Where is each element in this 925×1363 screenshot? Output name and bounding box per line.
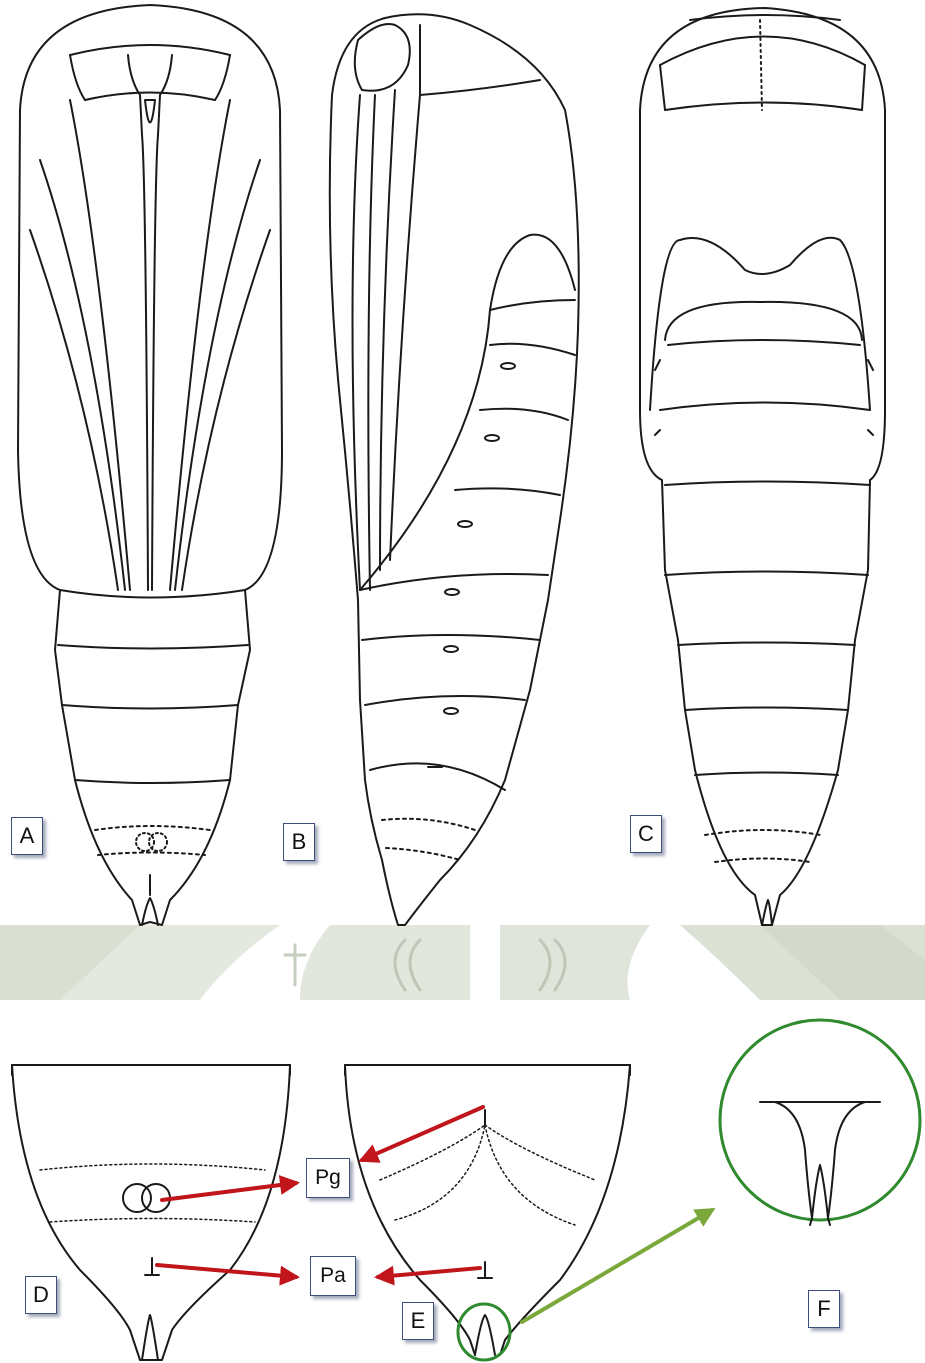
panel-label-e: E	[402, 1302, 434, 1340]
pupa-dorsal-view	[640, 8, 885, 925]
pupa-c-outline	[640, 8, 885, 925]
terminal-segment-ventral	[12, 1065, 290, 1360]
arrow-pa-from-e	[378, 1268, 480, 1277]
terminal-segment-lateral	[345, 1065, 630, 1355]
pupa-a-outline	[18, 5, 282, 925]
pupa-lateral-view	[330, 14, 579, 925]
panel-label-a: A	[11, 817, 43, 855]
cremaster-magnifier-circle	[720, 1020, 920, 1220]
watermark-band	[0, 925, 925, 1000]
arrow-pg-from-d	[162, 1183, 296, 1200]
arrow-pa-from-d	[157, 1265, 296, 1277]
cremaster-detail	[720, 1020, 920, 1225]
arrow-detail-f	[522, 1210, 712, 1322]
panel-label-d: D	[25, 1276, 57, 1314]
panel-label-b: B	[283, 823, 315, 861]
panel-label-c: C	[630, 815, 662, 853]
annotation-arrows	[157, 1107, 712, 1322]
pupa-ventral-view	[18, 5, 282, 925]
callout-pa: Pa	[310, 1256, 356, 1296]
pupa-b-outline	[330, 14, 579, 925]
panel-label-f: F	[808, 1290, 840, 1328]
callout-pg: Pg	[306, 1158, 350, 1198]
arrow-pg-from-e	[362, 1107, 483, 1160]
